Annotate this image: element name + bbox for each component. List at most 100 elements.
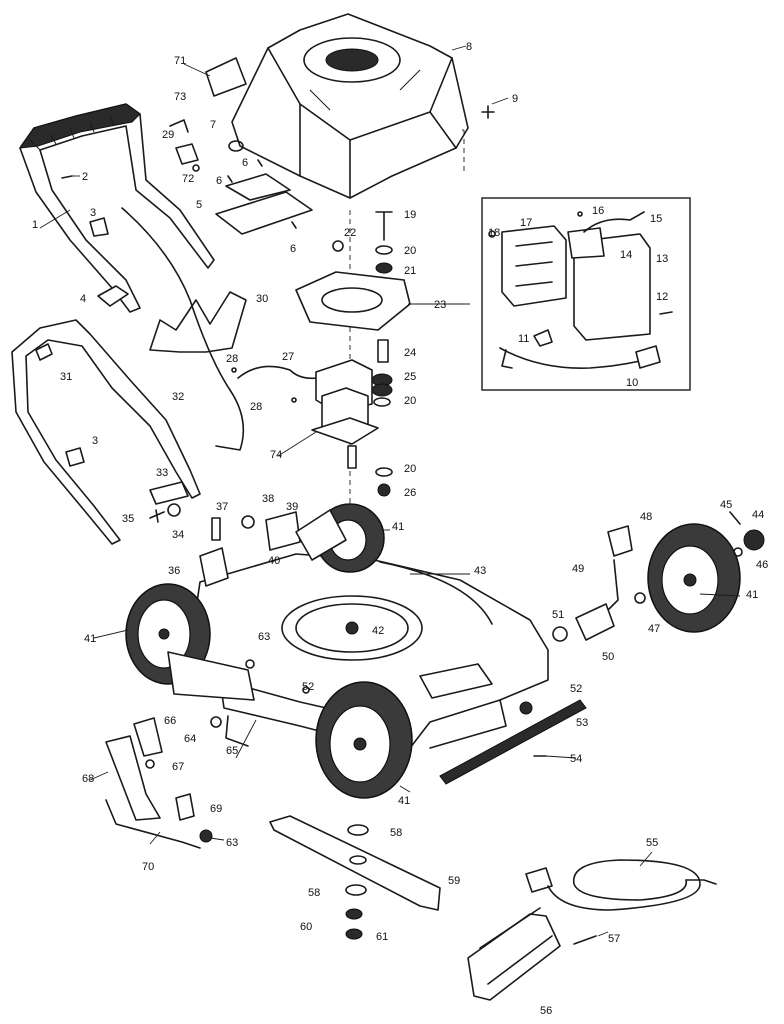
callout-24: 24 [404,347,416,359]
callout-61: 61 [376,931,388,943]
wheel-front-left [315,681,413,799]
switch-box-inset [481,197,691,391]
callout-44: 44 [752,509,764,521]
callout-26: 26 [404,487,416,499]
nut [228,140,244,152]
callout-69: 69 [210,803,222,815]
callout-6: 6 [242,157,248,169]
switch-bracket [215,159,313,235]
callout-46: 46 [756,559,768,571]
callout-35: 35 [122,513,134,525]
rear-trim-bar [439,699,587,785]
callout-34: 34 [172,529,184,541]
hubcap [729,511,765,557]
callout-3: 3 [90,207,96,219]
callout-31: 31 [60,371,72,383]
callout-8: 8 [466,41,472,53]
handle-bolt-assembly [149,481,189,523]
extension-cord [525,859,717,911]
callout-63: 63 [226,837,238,849]
lock-nut [375,262,393,274]
callout-7: 7 [210,119,216,131]
nut-top [332,240,344,252]
callout-39: 39 [286,501,298,513]
callout-3: 3 [92,435,98,447]
handle-bolt [35,343,53,361]
callout-11: 11 [518,333,529,345]
callout-6: 6 [290,243,296,255]
callout-41: 41 [746,589,758,601]
wheel-front-right [647,523,741,633]
callout-71: 71 [174,55,186,67]
callout-1: 1 [32,219,38,231]
callout-40: 40 [268,555,280,567]
mulching-plate [467,907,597,1001]
callout-15: 15 [650,213,662,225]
callout-10: 10 [626,377,638,389]
cord-clip [169,119,200,172]
callout-13: 13 [656,253,668,265]
callout-65: 65 [226,745,238,757]
callout-45: 45 [720,499,732,511]
callout-30: 30 [256,293,268,305]
callout-14: 14 [620,249,632,261]
callout-54: 54 [570,753,582,765]
mower-deck [189,553,549,749]
switch-cable [121,207,245,451]
cutting-blade [269,815,441,940]
motor-mount-plate [295,271,411,331]
callout-17: 17 [520,217,532,229]
callout-58: 58 [390,827,402,839]
callout-2: 2 [82,171,88,183]
callout-labels: 1 2 3 3 4 5 6 6 6 7 8 9 10 11 12 13 14 1… [32,41,768,1017]
callout-58: 58 [308,887,320,899]
callout-32: 32 [172,391,184,403]
callout-22: 22 [344,227,356,239]
motor [311,359,379,469]
callout-19: 19 [404,209,416,221]
callout-41: 41 [398,795,410,807]
callout-16: 16 [592,205,604,217]
callout-56: 56 [540,1005,552,1017]
callout-38: 38 [262,493,274,505]
callout-42: 42 [372,625,384,637]
washer-lower [373,397,391,407]
callout-52: 52 [570,683,582,695]
callout-52: 52 [302,681,314,693]
spring [371,373,393,397]
callout-48: 48 [640,511,652,523]
callout-37: 37 [216,501,228,513]
callout-29: 29 [162,129,174,141]
callout-72: 72 [182,173,194,185]
label-plate [205,57,247,97]
callout-51: 51 [552,609,564,621]
callout-70: 70 [142,861,154,873]
callout-43: 43 [474,565,486,577]
screw [463,105,495,172]
callout-41: 41 [84,633,96,645]
callout-63: 63 [258,631,270,643]
lower-handle [11,319,201,545]
washer [375,245,393,255]
callout-41: 41 [392,521,404,533]
callout-12: 12 [656,291,668,303]
motor-housing-cover [231,13,469,199]
callout-23: 23 [434,299,446,311]
callout-55: 55 [646,837,658,849]
callout-6: 6 [216,175,222,187]
callout-21: 21 [404,265,416,277]
callout-20: 20 [404,395,416,407]
callout-27: 27 [282,351,294,363]
leader-lines [39,45,741,937]
callout-49: 49 [572,563,584,575]
spacer [377,339,389,363]
callout-50: 50 [602,651,614,663]
callout-36: 36 [168,565,180,577]
callout-20: 20 [404,463,416,475]
handle-knob [97,285,129,307]
callout-68: 68 [82,773,94,785]
spring-wire [231,365,319,403]
callout-9: 9 [512,93,518,105]
upper-handle [18,103,215,313]
